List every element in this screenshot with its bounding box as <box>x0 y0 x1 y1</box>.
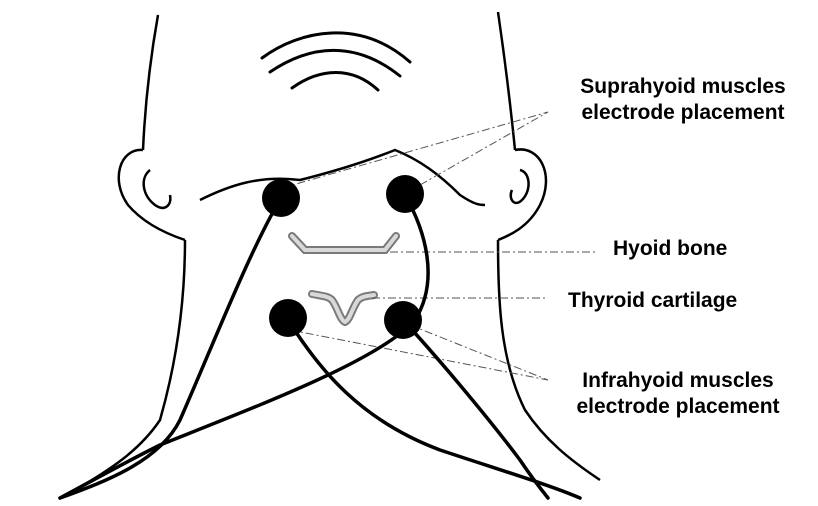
right-neck-outline <box>498 240 600 480</box>
wire-bottom-left <box>288 320 580 498</box>
label-suprahyoid-line1: Suprahyoid muscles <box>548 74 818 100</box>
label-infrahyoid-line2: electrode placement <box>538 394 818 420</box>
label-suprahyoid: Suprahyoid muscles electrode placement <box>548 74 818 126</box>
label-infrahyoid-line1: Infrahyoid muscles <box>538 368 818 394</box>
wire-bottom-right <box>403 320 548 498</box>
left-face-outline <box>143 15 158 150</box>
electrode-suprahyoid-left <box>262 179 300 217</box>
wire-top-left <box>60 198 281 498</box>
leader-suprahyoid-left <box>282 112 548 188</box>
right-face-outline <box>498 12 515 150</box>
electrode-infrahyoid-right <box>384 301 422 339</box>
right-ear <box>498 149 546 240</box>
label-suprahyoid-line2: electrode placement <box>548 100 818 126</box>
hyoid-bone-shape <box>292 236 396 250</box>
label-hyoid-bone: Hyoid bone <box>613 236 727 262</box>
electrode-wires <box>60 195 580 498</box>
label-thyroid-cartilage: Thyroid cartilage <box>568 288 737 314</box>
chin-creases <box>262 33 410 90</box>
label-infrahyoid: Infrahyoid muscles electrode placement <box>538 368 818 420</box>
left-ear <box>119 150 185 240</box>
left-neck-outline <box>75 240 185 490</box>
electrode-suprahyoid-right <box>386 175 424 213</box>
electrode-infrahyoid-left <box>269 299 307 337</box>
leader-suprahyoid-right <box>420 112 548 185</box>
jaw-line <box>200 150 485 205</box>
